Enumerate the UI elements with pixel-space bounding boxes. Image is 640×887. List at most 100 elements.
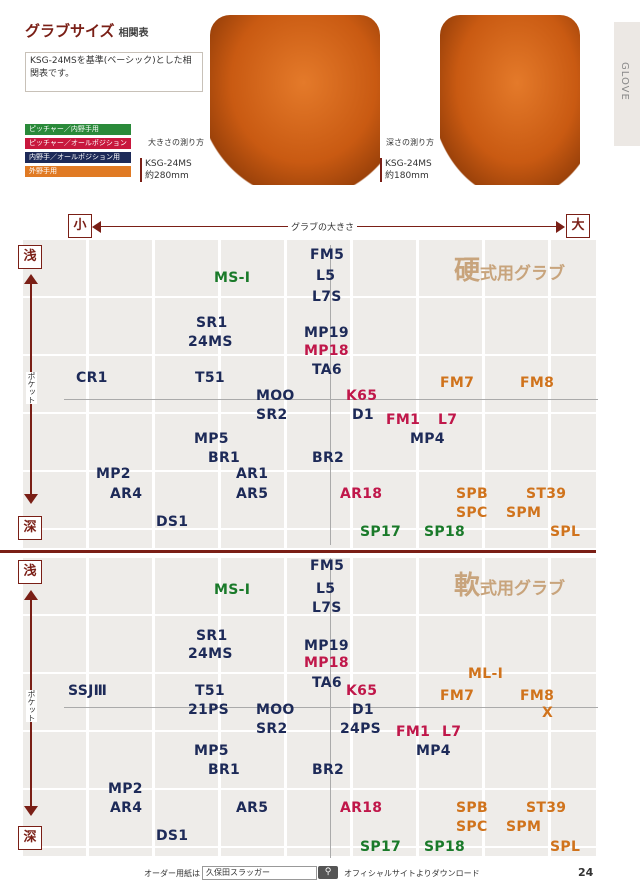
hard-glove-label: SP17 — [360, 524, 402, 540]
hard-axis-shallow: 浅 — [18, 245, 42, 269]
hard-glove-label: MP18 — [304, 343, 349, 359]
hard-glove-label: SPM — [506, 505, 542, 521]
footer-search-field[interactable]: 久保田スラッガー — [202, 866, 317, 880]
soft-depth-arrow-up — [24, 590, 38, 600]
soft-section-title: 軟式用グラブ — [454, 565, 565, 602]
hard-depth-arrow-down — [24, 494, 38, 504]
soft-glove-label: FM5 — [310, 558, 345, 574]
hard-glove-label: AR1 — [236, 466, 269, 482]
hard-glove-label: K65 — [346, 388, 378, 404]
hard-glove-label: MOO — [256, 388, 295, 404]
hard-glove-label: TA6 — [312, 362, 342, 378]
depth-caption-value: 約180mm — [385, 171, 429, 181]
soft-glove-label: BR1 — [208, 762, 241, 778]
section-divider — [0, 550, 596, 553]
hard-glove-label: 24MS — [188, 334, 233, 350]
soft-glove-label: MS-I — [214, 582, 251, 598]
depth-measure-label: 深さの測り方 — [383, 136, 437, 149]
hard-glove-label: BR2 — [312, 450, 345, 466]
soft-glove-label: FM1 — [396, 724, 431, 740]
hard-glove-label: AR4 — [110, 486, 143, 502]
size-caption-value: 約280mm — [145, 171, 189, 181]
soft-glove-label: T51 — [195, 683, 225, 699]
soft-axis-shallow: 浅 — [18, 560, 42, 584]
depth-caption: KSG-24MS 約180mm — [380, 158, 432, 182]
hard-glove-label: L7 — [438, 412, 458, 428]
hard-glove-label: SPL — [550, 524, 581, 540]
soft-glove-label: ML-I — [468, 666, 504, 682]
hard-glove-label: SPC — [456, 505, 488, 521]
axis-small: 小 — [68, 214, 92, 238]
hard-glove-label: DS1 — [156, 514, 189, 530]
soft-title-rest: 式用グラブ — [480, 579, 566, 599]
hard-glove-label: MP2 — [96, 466, 131, 482]
soft-glove-label: AR18 — [340, 800, 383, 816]
title-sub: 相関表 — [118, 28, 149, 39]
footer-order-label: オーダー用紙は — [144, 869, 200, 878]
soft-axis-deep: 深 — [18, 826, 42, 850]
hard-glove-label: CR1 — [76, 370, 108, 386]
soft-glove-label: MP19 — [304, 638, 349, 654]
page-number: 24 — [578, 866, 594, 879]
soft-pocket-label: ポケット — [26, 690, 37, 722]
soft-glove-label: L7 — [442, 724, 462, 740]
soft-glove-label: DS1 — [156, 828, 189, 844]
hard-glove-label: FM7 — [440, 375, 475, 391]
description-box: KSG-24MSを基準(ベーシック)とした相関表です。 — [25, 52, 203, 92]
soft-glove-label: 24MS — [188, 646, 233, 662]
hard-glove-label: SPB — [456, 486, 488, 502]
hard-crosshair-h — [64, 399, 598, 400]
glove-size-image — [210, 15, 380, 185]
soft-glove-label: D1 — [352, 702, 374, 718]
hard-glove-label: SR2 — [256, 407, 288, 423]
soft-glove-label: FM7 — [440, 688, 475, 704]
soft-glove-label: ST39 — [526, 800, 567, 816]
legend-item: 外野手用 — [25, 166, 131, 177]
soft-glove-label: MP18 — [304, 655, 349, 671]
size-caption: KSG-24MS 約280mm — [140, 158, 192, 182]
hard-section-title: 硬式用グラブ — [454, 250, 565, 287]
soft-glove-label: L5 — [316, 581, 336, 597]
hard-glove-label: FM5 — [310, 247, 345, 263]
depth-caption-model: KSG-24MS — [385, 159, 432, 169]
soft-glove-label: SP17 — [360, 839, 402, 855]
soft-glove-label: SP18 — [424, 839, 466, 855]
soft-glove-label: SPL — [550, 839, 581, 855]
soft-glove-label: 24PS — [340, 721, 382, 737]
soft-title-main: 軟 — [454, 571, 481, 601]
soft-glove-label: L7S — [312, 600, 342, 616]
hard-glove-label: MP19 — [304, 325, 349, 341]
hard-glove-label: D1 — [352, 407, 374, 423]
size-axis-arrow-left — [92, 221, 101, 233]
glove-depth-image — [440, 15, 580, 185]
footer-download-text: オフィシャルサイトよりダウンロード — [344, 869, 480, 878]
soft-glove-label: MOO — [256, 702, 295, 718]
size-axis-arrow-right — [556, 221, 565, 233]
search-icon[interactable]: ⚲ — [318, 866, 338, 879]
soft-glove-label: SSJⅢ — [68, 683, 108, 699]
soft-glove-label: SR1 — [196, 628, 228, 644]
hard-glove-label: FM1 — [386, 412, 421, 428]
hard-title-main: 硬 — [454, 256, 481, 286]
side-tab: GLOVE — [614, 22, 640, 146]
hard-glove-label: AR5 — [236, 486, 269, 502]
soft-glove-label: MP4 — [416, 743, 451, 759]
hard-glove-label: L5 — [316, 268, 336, 284]
hard-title-rest: 式用グラブ — [480, 264, 566, 284]
hard-chart-background — [20, 238, 596, 548]
legend-item: 内野手／オールポジション用 — [25, 152, 131, 163]
hard-glove-label: MS-I — [214, 270, 251, 286]
hard-glove-label: MP5 — [194, 431, 229, 447]
hard-glove-label: ST39 — [526, 486, 567, 502]
soft-crosshair-h — [64, 707, 598, 708]
hard-glove-label: SP18 — [424, 524, 466, 540]
soft-crosshair-v — [330, 558, 331, 858]
soft-glove-label: TA6 — [312, 675, 342, 691]
legend-item: ピッチャー／内野手用 — [25, 124, 131, 135]
legend-item: ピッチャー／オールポジション用 — [25, 138, 131, 158]
soft-depth-arrow-down — [24, 806, 38, 816]
axis-large: 大 — [566, 214, 590, 238]
soft-glove-label: MP2 — [108, 781, 143, 797]
size-axis-label: グラブの大きさ — [288, 220, 358, 233]
side-tab-label: GLOVE — [619, 62, 630, 101]
